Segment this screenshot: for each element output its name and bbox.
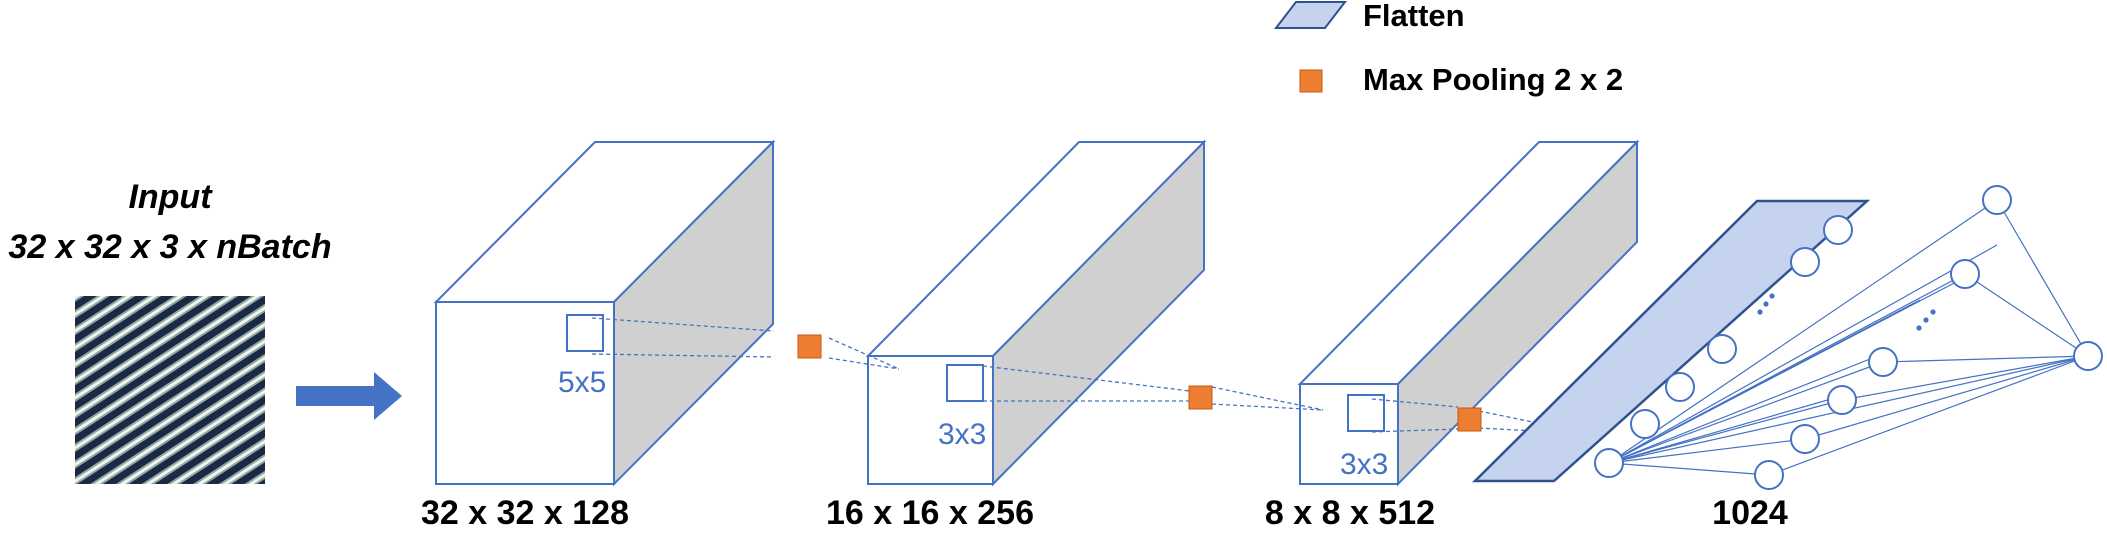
input-image (75, 296, 265, 484)
dense-connection-line (1608, 244, 1998, 464)
layer2-dims-label: 16 x 16 x 256 (826, 494, 1034, 532)
dense-connection-line (1608, 199, 1998, 464)
output-connection-line (1882, 355, 2089, 363)
cube1-kernel-box (566, 314, 604, 352)
dense-connection-line (1608, 299, 1921, 464)
input-title: Input 32 x 32 x 3 x nBatch (0, 172, 340, 272)
dense-connection-line (1608, 354, 1881, 464)
maxpool-legend-icon (1299, 69, 1323, 93)
cube2-kernel-box (946, 364, 984, 402)
neuron-node (1823, 215, 1853, 245)
cube3-kernel-label: 3x3 (1340, 448, 1389, 481)
neuron-node (1790, 424, 1820, 454)
neuron-node (1630, 409, 1660, 439)
input-arrow-icon (296, 372, 402, 420)
neuron-node (1754, 460, 1784, 490)
output-connection-line (1964, 273, 2089, 357)
maxpool-legend-label: Max Pooling 2 x 2 (1363, 62, 1624, 97)
dense-connections (1608, 199, 2089, 476)
dense-connection-line (1608, 361, 1884, 464)
dense-connection-line (1608, 438, 1806, 464)
conv-block-2 (865, 139, 1207, 487)
cube3-kernel-box (1347, 394, 1385, 432)
neuron-node (1868, 347, 1898, 377)
neuron-node (1665, 372, 1695, 402)
flatten-legend-icon (1273, 0, 1348, 29)
output-connection-line (1804, 355, 2089, 440)
maxpool-square-1 (797, 334, 822, 359)
maxpool-square-2 (1188, 385, 1213, 410)
neuron-node (1707, 334, 1737, 364)
neuron-node (1950, 259, 1980, 289)
layer4-dims-label: 1024 (1712, 494, 1788, 532)
layer3-dims-label: 8 x 8 x 512 (1264, 494, 1436, 532)
neuron-node (1982, 185, 2012, 215)
neuron-node (2073, 341, 2103, 371)
neurons (1594, 185, 2103, 490)
input-title-line1: Input (128, 178, 212, 216)
maxpool-square-3 (1457, 407, 1482, 432)
conv-block-3 (1297, 139, 1640, 487)
output-connection-line (1768, 355, 2089, 476)
dense-connection-line (1608, 462, 1770, 476)
neuron-node (1827, 385, 1857, 415)
flatten-layer (1471, 199, 1871, 483)
conv-block-1 (433, 139, 776, 487)
dense-connection-line (1608, 394, 1846, 464)
layer1-dims-label: 32 x 32 x 128 (421, 494, 629, 532)
neuron-node (1594, 448, 1624, 478)
input-title-line2: 32 x 32 x 3 x nBatch (8, 228, 332, 266)
output-connection-line (1841, 355, 2089, 401)
flatten-legend-label: Flatten (1363, 0, 1465, 33)
neuron-node (1790, 247, 1820, 277)
ellipsis-dots (1757, 293, 1936, 331)
dense-connection-line (1608, 399, 1843, 464)
cube1-kernel-label: 5x5 (558, 366, 607, 399)
cube2-kernel-label: 3x3 (938, 418, 987, 451)
output-connection-line (1996, 199, 2089, 357)
